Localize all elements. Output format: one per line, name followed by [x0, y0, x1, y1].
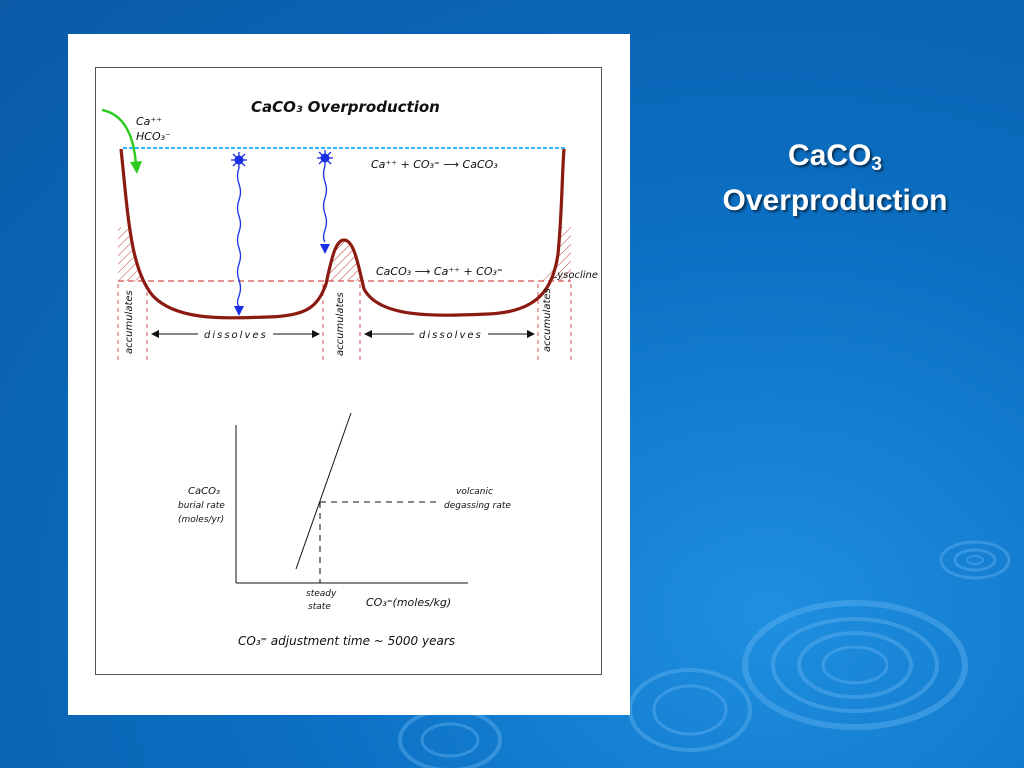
figure-panel: CaCO₃ Overproduction Ca⁺⁺ HCO₃⁻ Lysoclin… — [68, 34, 630, 715]
hatch-right — [542, 227, 571, 281]
graph-ylabel-3: (moles/yr) — [178, 515, 224, 525]
degassing-label-1: volcanic — [456, 487, 493, 497]
sinking-path-middle — [322, 165, 328, 243]
adjustment-time-note: CO₃⁼ adjustment time ~ 5000 years — [238, 634, 455, 648]
dissolves-label-left: dissolves — [204, 330, 268, 341]
accumulates-label-right: accumulates — [542, 288, 553, 352]
ocean-basin — [119, 148, 566, 320]
inflow-ion-ca: Ca⁺⁺ — [136, 115, 162, 128]
figure-frame — [95, 67, 602, 675]
caco3-diagram: CaCO₃ Overproduction Ca⁺⁺ HCO₃⁻ Lysoclin… — [101, 98, 598, 648]
inflow-ion-hco3: HCO₃⁻ — [136, 130, 171, 143]
accumulates-label-left: accumulates — [124, 290, 135, 354]
inflow-arrow — [101, 108, 138, 167]
inflow-arrow-head — [130, 161, 142, 174]
slide-title-line2: Overproduction — [722, 184, 948, 217]
zone-boundaries — [117, 284, 572, 362]
figure-title: CaCO₃ Overproduction — [251, 98, 440, 116]
slide-title-main: CaCO — [788, 139, 872, 172]
steady-state-label-2: state — [308, 602, 331, 612]
slide-title: CaCO3 Overproduction — [690, 138, 980, 219]
plankton-particle-middle — [317, 150, 333, 166]
reaction-precipitation: Ca⁺⁺ + CO₃⁼ ⟶ CaCO₃ — [371, 158, 498, 171]
reaction-dissolution: CaCO₃ ⟶ Ca⁺⁺ + CO₃⁼ — [376, 265, 503, 278]
degassing-label-2: degassing rate — [444, 501, 511, 511]
accumulates-label-middle: accumulates — [335, 292, 346, 356]
graph-xlabel: CO₃⁼(moles/kg) — [366, 596, 451, 609]
sinking-arrowhead-middle — [320, 244, 330, 254]
plankton-particle-left — [231, 152, 247, 168]
graph-ylabel-1: CaCO₃ — [188, 486, 220, 497]
dissolves-label-right: dissolves — [419, 330, 483, 341]
hatch-left — [118, 227, 146, 281]
lysocline-label: Lysocline — [552, 270, 598, 281]
sinking-path-left — [236, 167, 242, 307]
burial-rate-line — [295, 412, 352, 570]
slide-title-subscript: 3 — [871, 154, 882, 175]
graph-ylabel-2: burial rate — [178, 501, 225, 511]
steady-state-label-1: steady — [306, 589, 337, 599]
sinking-arrowhead-left — [234, 306, 244, 316]
